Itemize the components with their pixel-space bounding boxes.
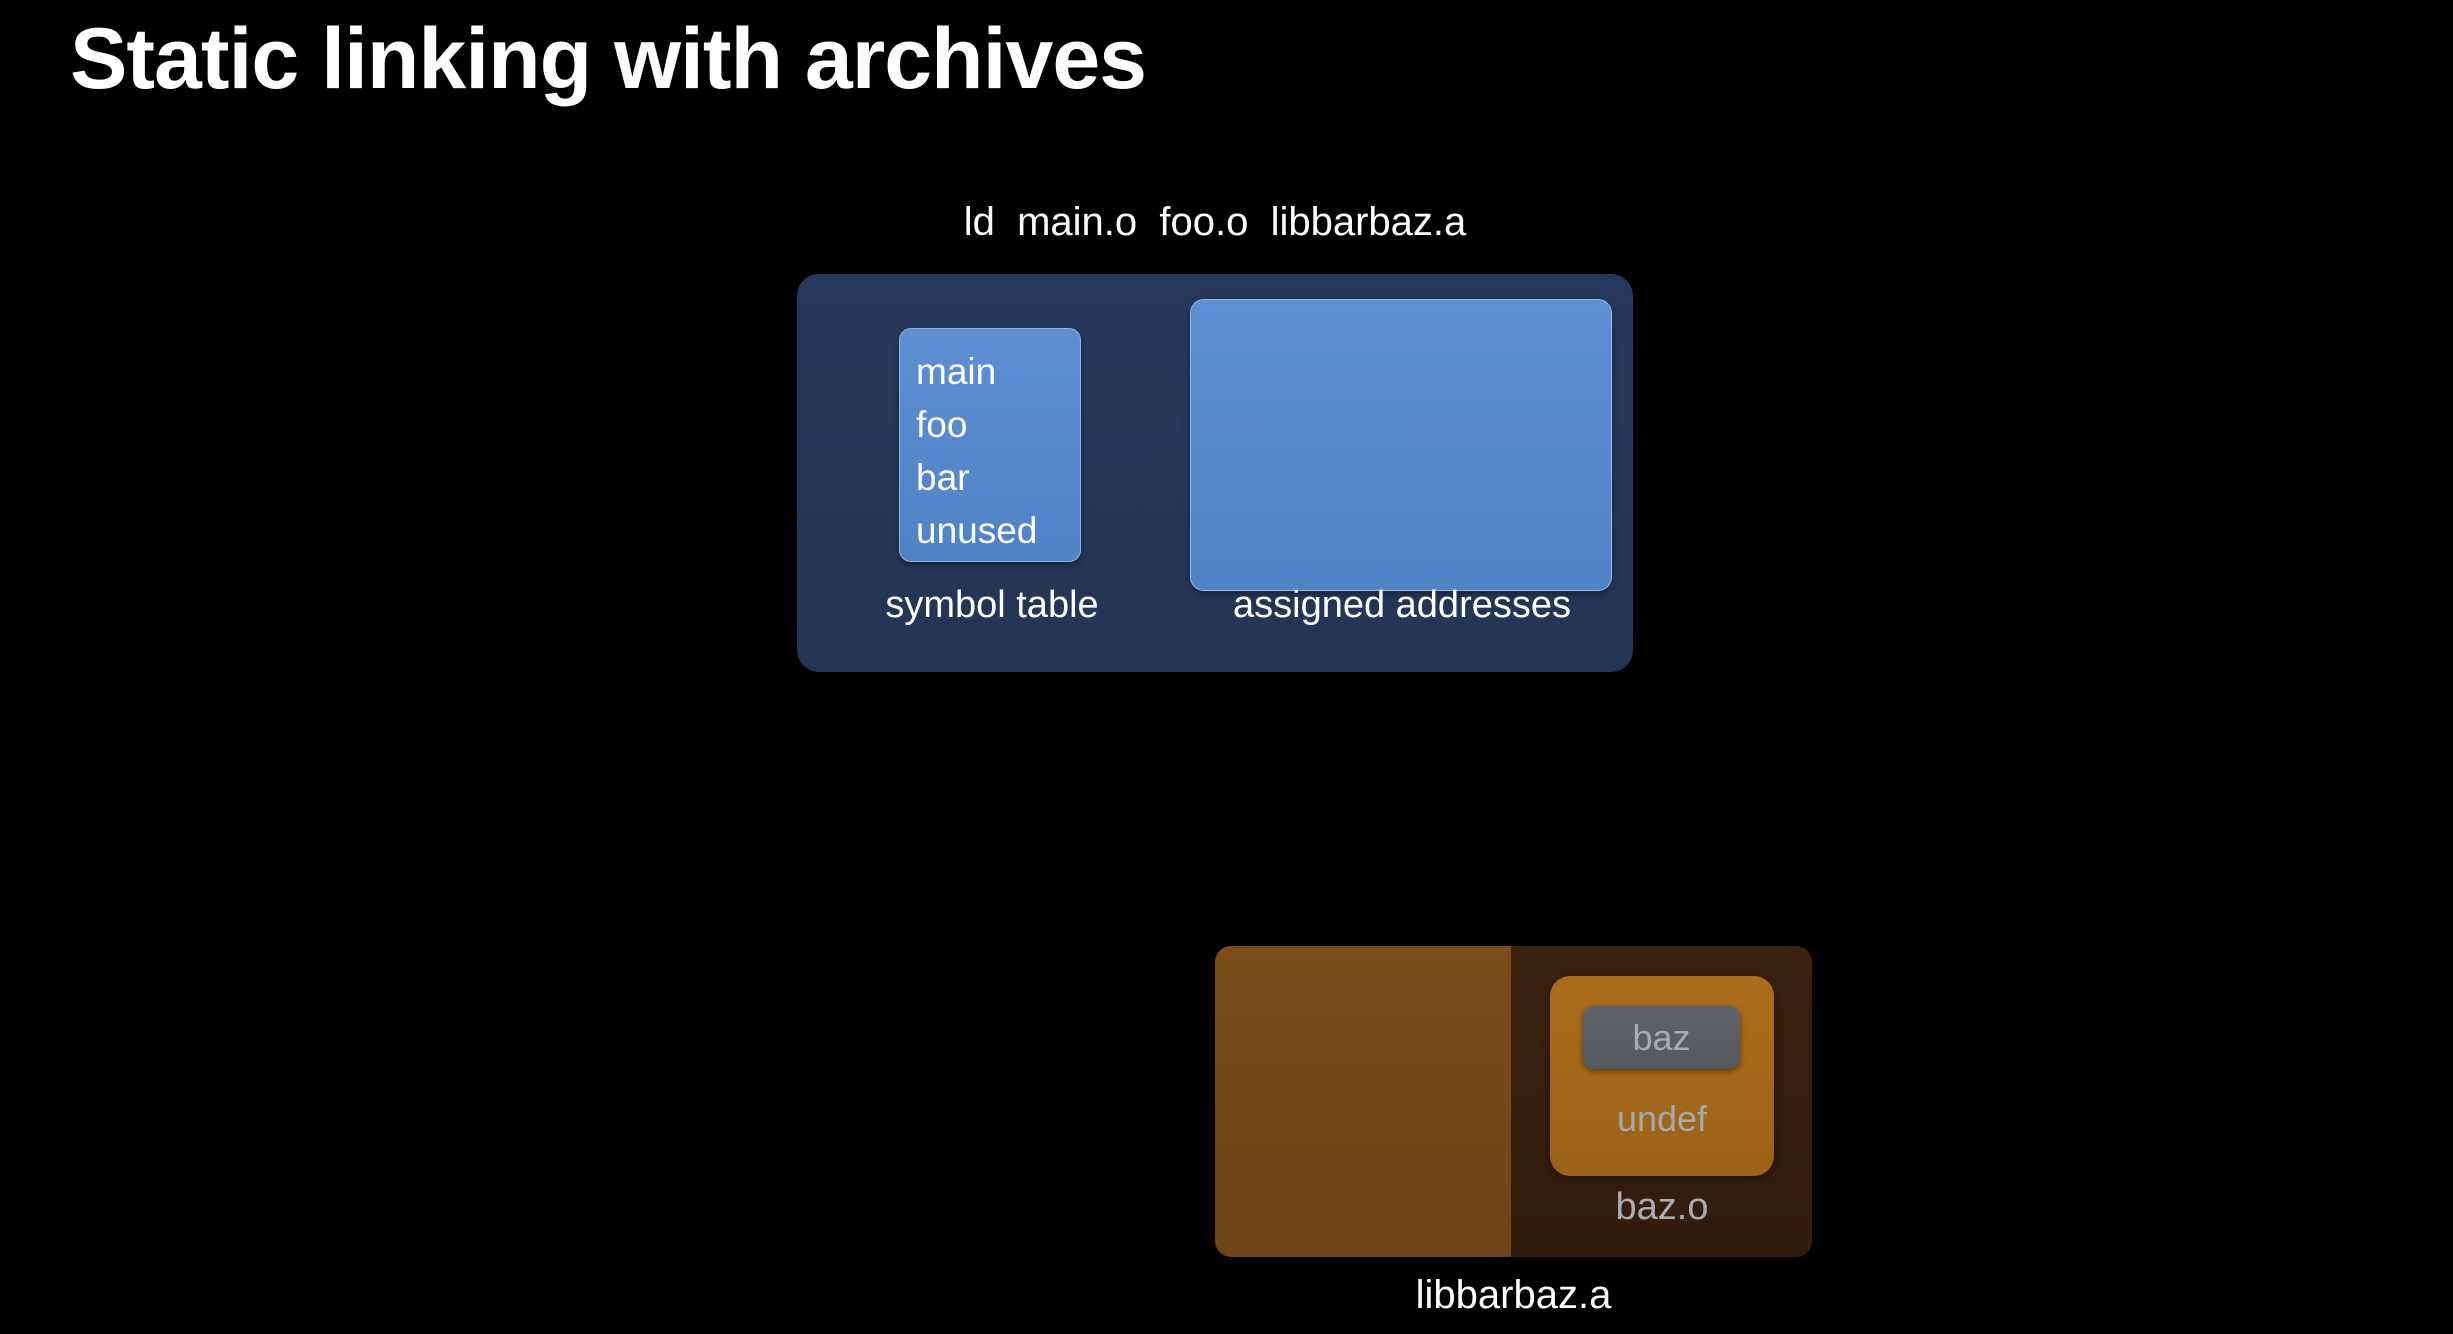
object-file-card-bazo: baz undef <box>1550 976 1774 1176</box>
archive-panel: baz undef baz.o <box>1215 946 1812 1257</box>
archive-left-half <box>1215 946 1511 1257</box>
symbol-status-label: undef <box>1616 1098 1708 1139</box>
link-command-text: ld main.o foo.o libbarbaz.a <box>963 200 1467 244</box>
linker-panel: main foo bar unused symbol table assigne… <box>797 274 1633 672</box>
page-title: Static linking with archives <box>70 11 1147 107</box>
symbol-chip-baz: baz <box>1583 1006 1740 1069</box>
assigned-addresses-caption: assigned addresses <box>1233 584 1571 626</box>
symbol-table-entry: main <box>916 351 997 392</box>
symbol-table-entry: unused <box>916 510 1038 551</box>
archive-caption: libbarbaz.a <box>1415 1273 1612 1317</box>
symbol-table-caption: symbol table <box>885 584 1099 626</box>
object-file-caption: baz.o <box>1615 1186 1709 1228</box>
symbol-table-entry: foo <box>916 404 968 445</box>
symbol-table-entry: bar <box>916 457 970 498</box>
assigned-addresses-box <box>1190 299 1612 591</box>
symbol-table-box: main foo bar unused <box>899 328 1081 562</box>
